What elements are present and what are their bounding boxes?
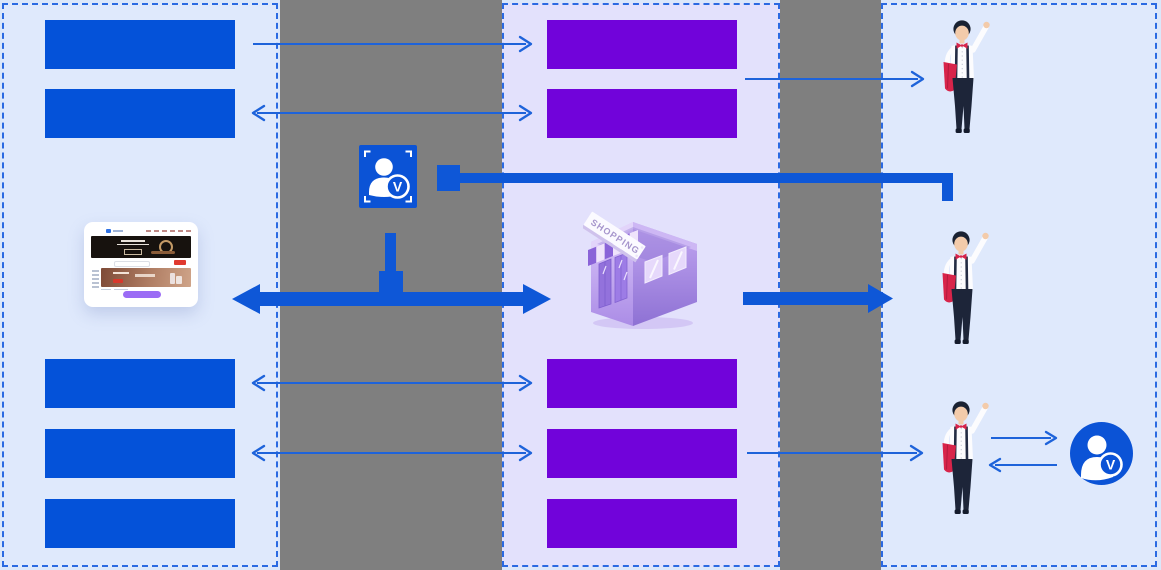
site-search-bar [114, 261, 150, 267]
square-badge-letter: V [393, 179, 403, 195]
site-logo-icon [106, 229, 111, 233]
windows [644, 246, 687, 284]
site-search-button [174, 260, 186, 265]
verified-user-square-icon: V [359, 145, 417, 208]
purple-block-2 [547, 89, 737, 138]
blue-block-4 [45, 429, 235, 478]
purple-block-1 [547, 20, 737, 69]
blue-block-2 [45, 89, 235, 138]
waiter-illustration-3 [932, 397, 994, 515]
waiter-illustration-2 [932, 227, 994, 345]
circle-badge-letter: V [1106, 457, 1116, 473]
laptop-trackpad [123, 291, 161, 298]
purple-block-3 [547, 359, 737, 408]
gray-column-1 [280, 0, 502, 570]
purple-block-5 [547, 499, 737, 548]
purple-block-4 [547, 429, 737, 478]
gray-column-2 [780, 0, 881, 570]
storefront-illustration: SHOPPING [583, 211, 697, 329]
verified-user-circle-icon: V [1070, 422, 1133, 485]
site-promo-banner [101, 268, 191, 287]
blue-block-5 [45, 499, 235, 548]
blue-block-1 [45, 20, 235, 69]
waiter-illustration-1 [933, 16, 995, 134]
doors [598, 252, 628, 309]
site-hero-banner [91, 236, 191, 258]
blue-block-3 [45, 359, 235, 408]
website-mockup [84, 222, 198, 307]
site-nav [146, 230, 191, 232]
